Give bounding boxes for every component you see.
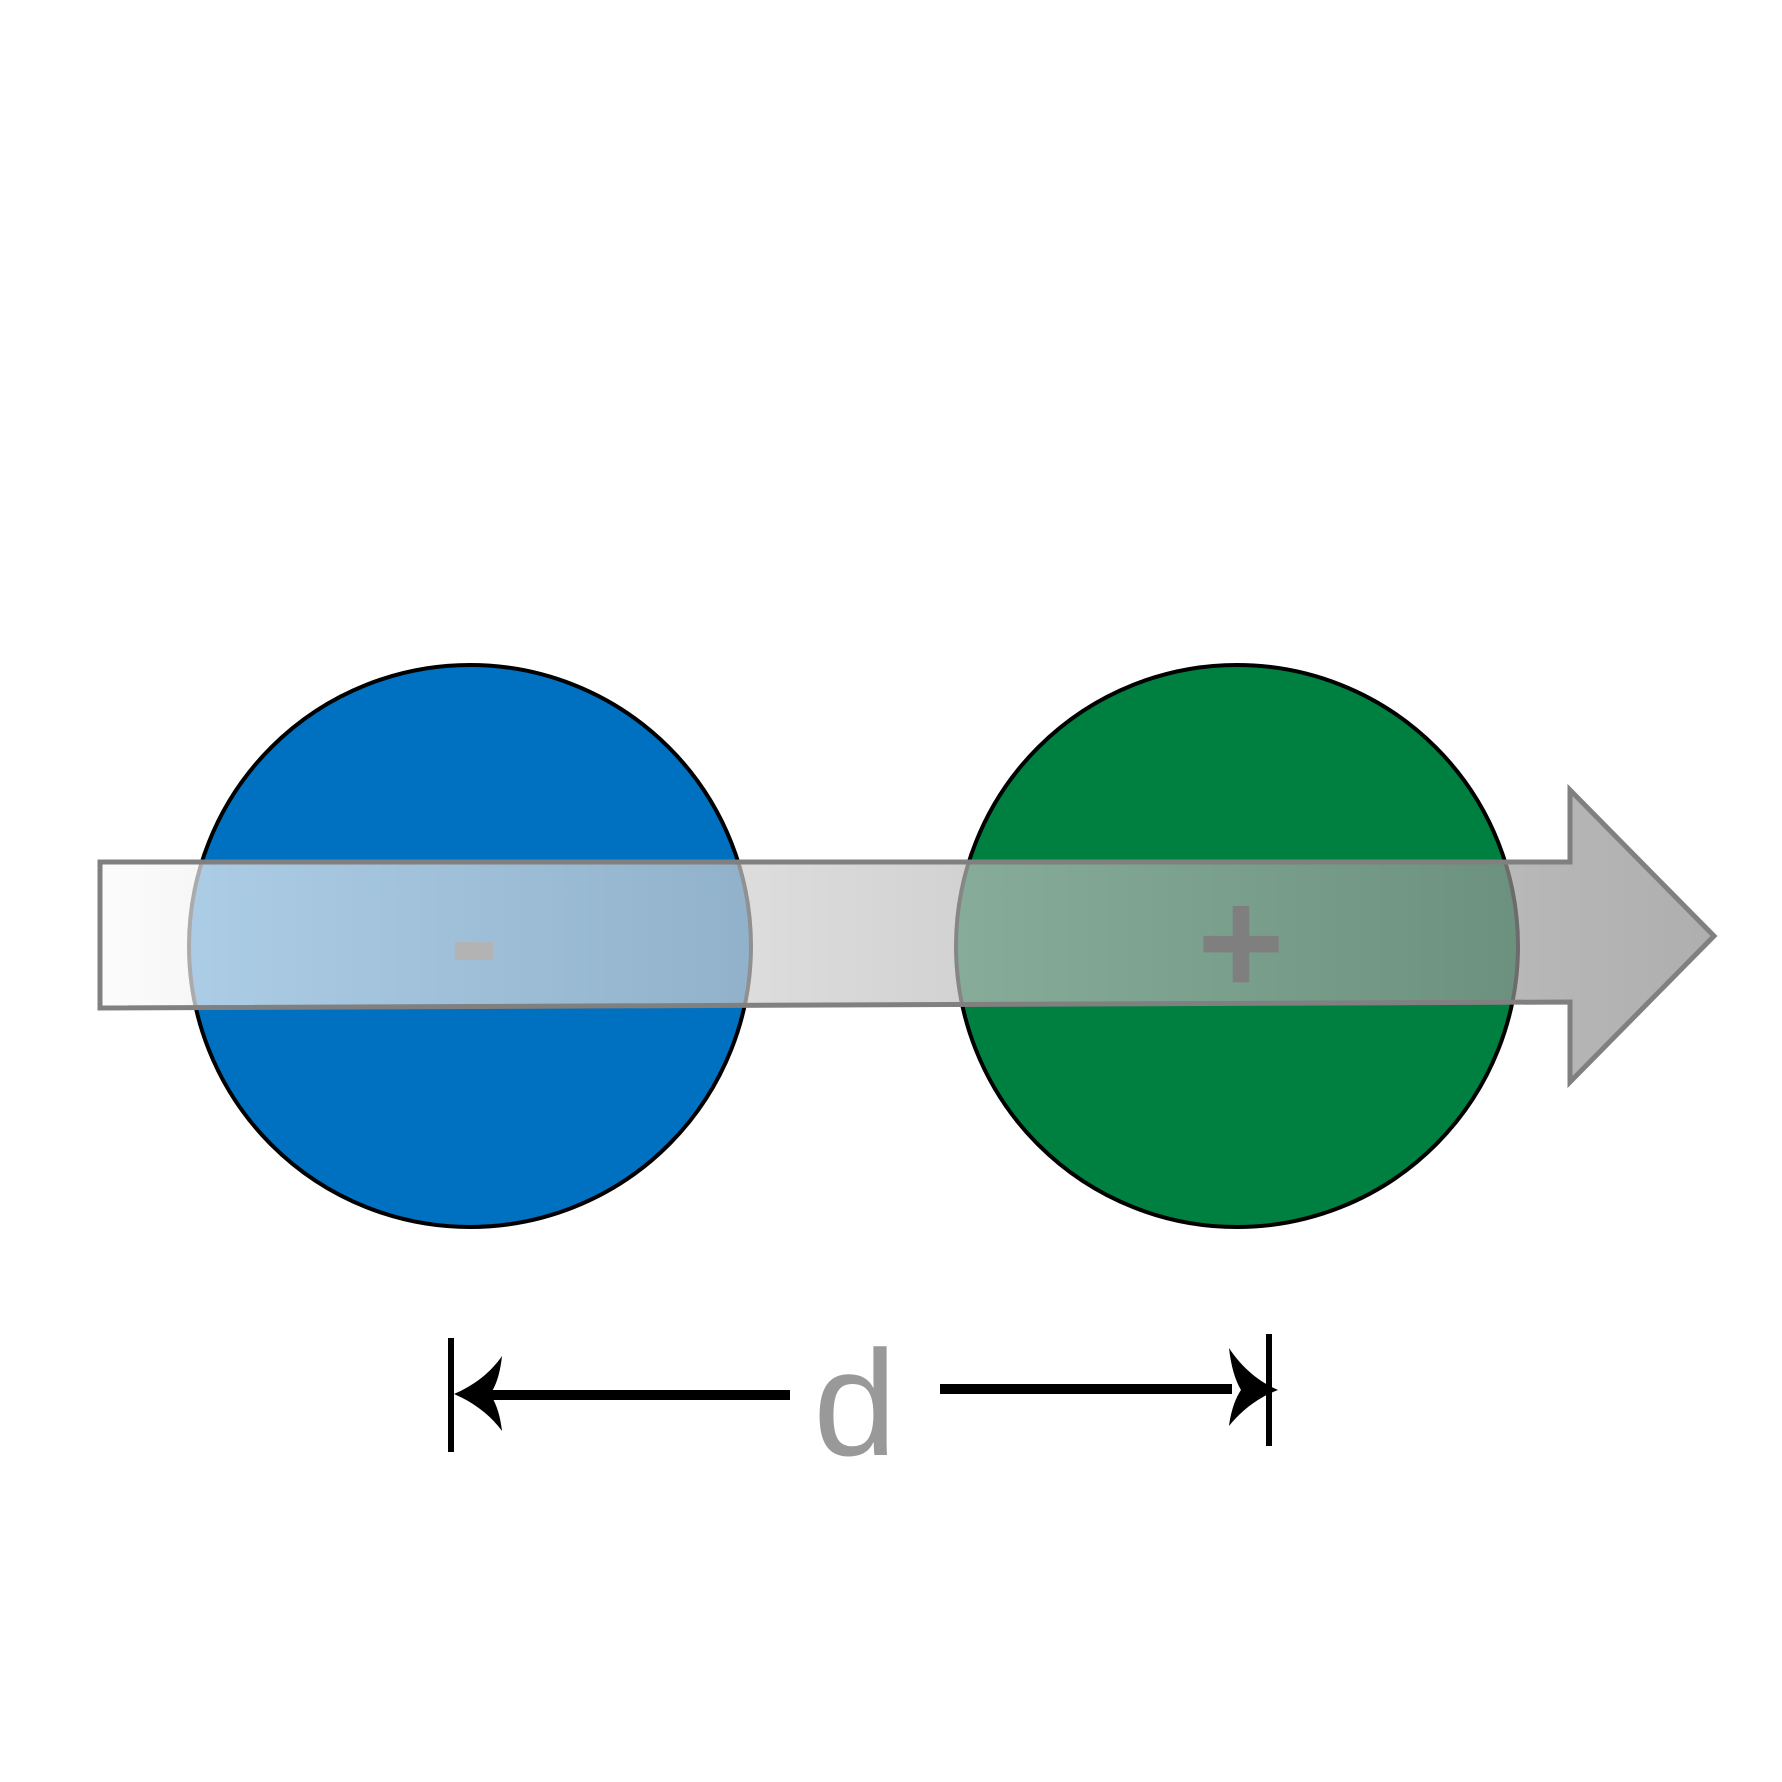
distance-dimension: d bbox=[448, 1319, 1278, 1487]
dipole-moment-arrow bbox=[97, 783, 1718, 1089]
distance-label: d bbox=[813, 1319, 896, 1487]
positive-charge-symbol: + bbox=[1197, 858, 1285, 1026]
right-arrowhead bbox=[1229, 1348, 1278, 1426]
negative-charge-symbol: - bbox=[449, 854, 499, 1022]
left-arrowhead bbox=[454, 1356, 502, 1431]
